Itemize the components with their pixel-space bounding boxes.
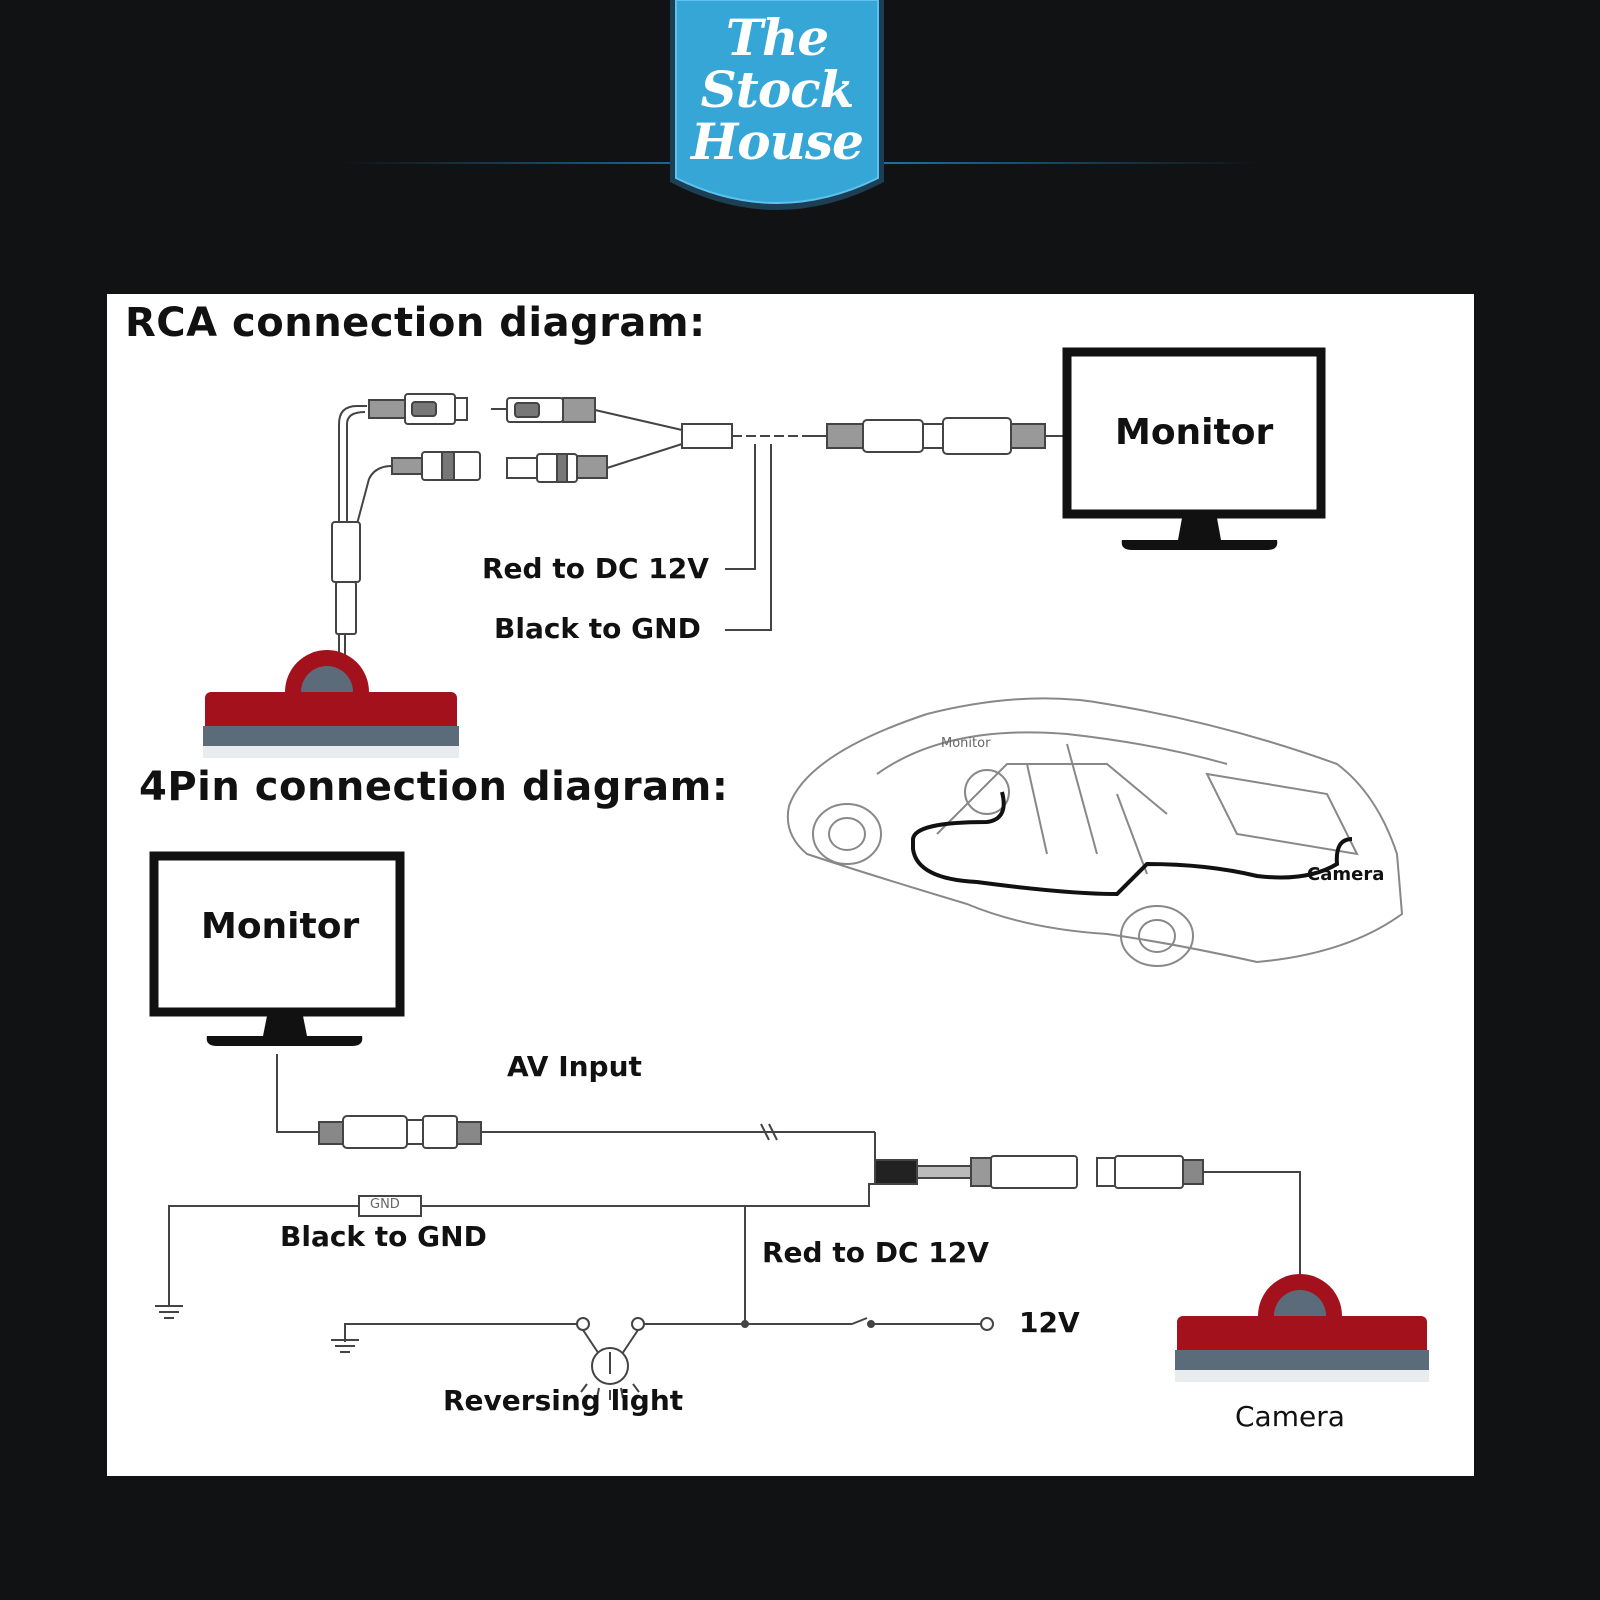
rca-monitor-label: Monitor bbox=[1115, 412, 1274, 453]
pin4-12v-terminal bbox=[980, 1317, 994, 1331]
pin4-reversing-light-label: Reversing light bbox=[443, 1384, 684, 1417]
pin4-monitor-lead bbox=[276, 1054, 319, 1133]
rca-power-connector-monitor-side bbox=[506, 453, 608, 483]
pin4-camera-cable bbox=[1203, 1171, 1301, 1279]
logo-line-house: House bbox=[691, 112, 864, 171]
car-illustration bbox=[786, 697, 1404, 967]
rca-red-lead bbox=[725, 444, 756, 570]
pin4-gnd-tag-box bbox=[358, 1195, 422, 1217]
pin4-black-label: Black to GND bbox=[280, 1220, 487, 1253]
pin4-splitter-block bbox=[874, 1159, 918, 1185]
rca-splitter-body bbox=[331, 521, 361, 583]
pin4-cable-break-mark bbox=[760, 1123, 778, 1141]
pin4-aviation-connector-female bbox=[990, 1155, 1078, 1189]
pin4-av-input-label: AV Input bbox=[507, 1050, 642, 1083]
rca-video-connector-camera-side bbox=[368, 393, 468, 425]
pin4-reversing-circuit bbox=[344, 1323, 852, 1342]
car-monitor-label: Monitor bbox=[941, 736, 991, 751]
diagram-panel: RCA connection diagram: Monitor Red to D… bbox=[107, 294, 1474, 1476]
rca-red-label: Red to DC 12V bbox=[482, 552, 709, 585]
rca-camera-device bbox=[203, 650, 459, 758]
pin4-switch-icon bbox=[851, 1317, 868, 1325]
pin4-aviation-connector-male bbox=[1114, 1155, 1184, 1189]
brand-logo: The Stock House bbox=[668, 0, 886, 222]
car-camera-cable bbox=[911, 791, 1353, 897]
rca-black-lead bbox=[725, 444, 772, 631]
diagram-drawing bbox=[149, 347, 1429, 1400]
pin4-red-label: Red to DC 12V bbox=[762, 1236, 989, 1269]
pin4-camera-label: Camera bbox=[1235, 1400, 1345, 1433]
pin4-monitor-icon bbox=[149, 851, 405, 1046]
pin4-section-title: 4Pin connection diagram: bbox=[139, 764, 729, 810]
rca-section-title: RCA connection diagram: bbox=[125, 300, 706, 346]
rca-merge-block bbox=[681, 423, 733, 449]
logo-line-stock: Stock bbox=[700, 60, 855, 119]
pin4-black-gnd-wire bbox=[168, 1183, 875, 1306]
rca-monitor-icon bbox=[1062, 347, 1326, 550]
car-camera-label: Camera bbox=[1307, 864, 1385, 885]
rca-power-connector-camera-side bbox=[391, 451, 481, 481]
rca-black-label: Black to GND bbox=[494, 612, 701, 645]
pin4-camera-device bbox=[1175, 1274, 1429, 1382]
logo-line-the: The bbox=[725, 8, 829, 67]
pin4-monitor-label: Monitor bbox=[201, 906, 360, 947]
logo-badge-shape bbox=[670, 0, 884, 210]
pin4-12v-label: 12V bbox=[1019, 1306, 1080, 1339]
pin4-gnd-tag-label: GND bbox=[370, 1197, 400, 1212]
rca-video-connector-monitor-side bbox=[491, 397, 596, 423]
pin4-av-connector-monitor-side bbox=[318, 1115, 482, 1149]
